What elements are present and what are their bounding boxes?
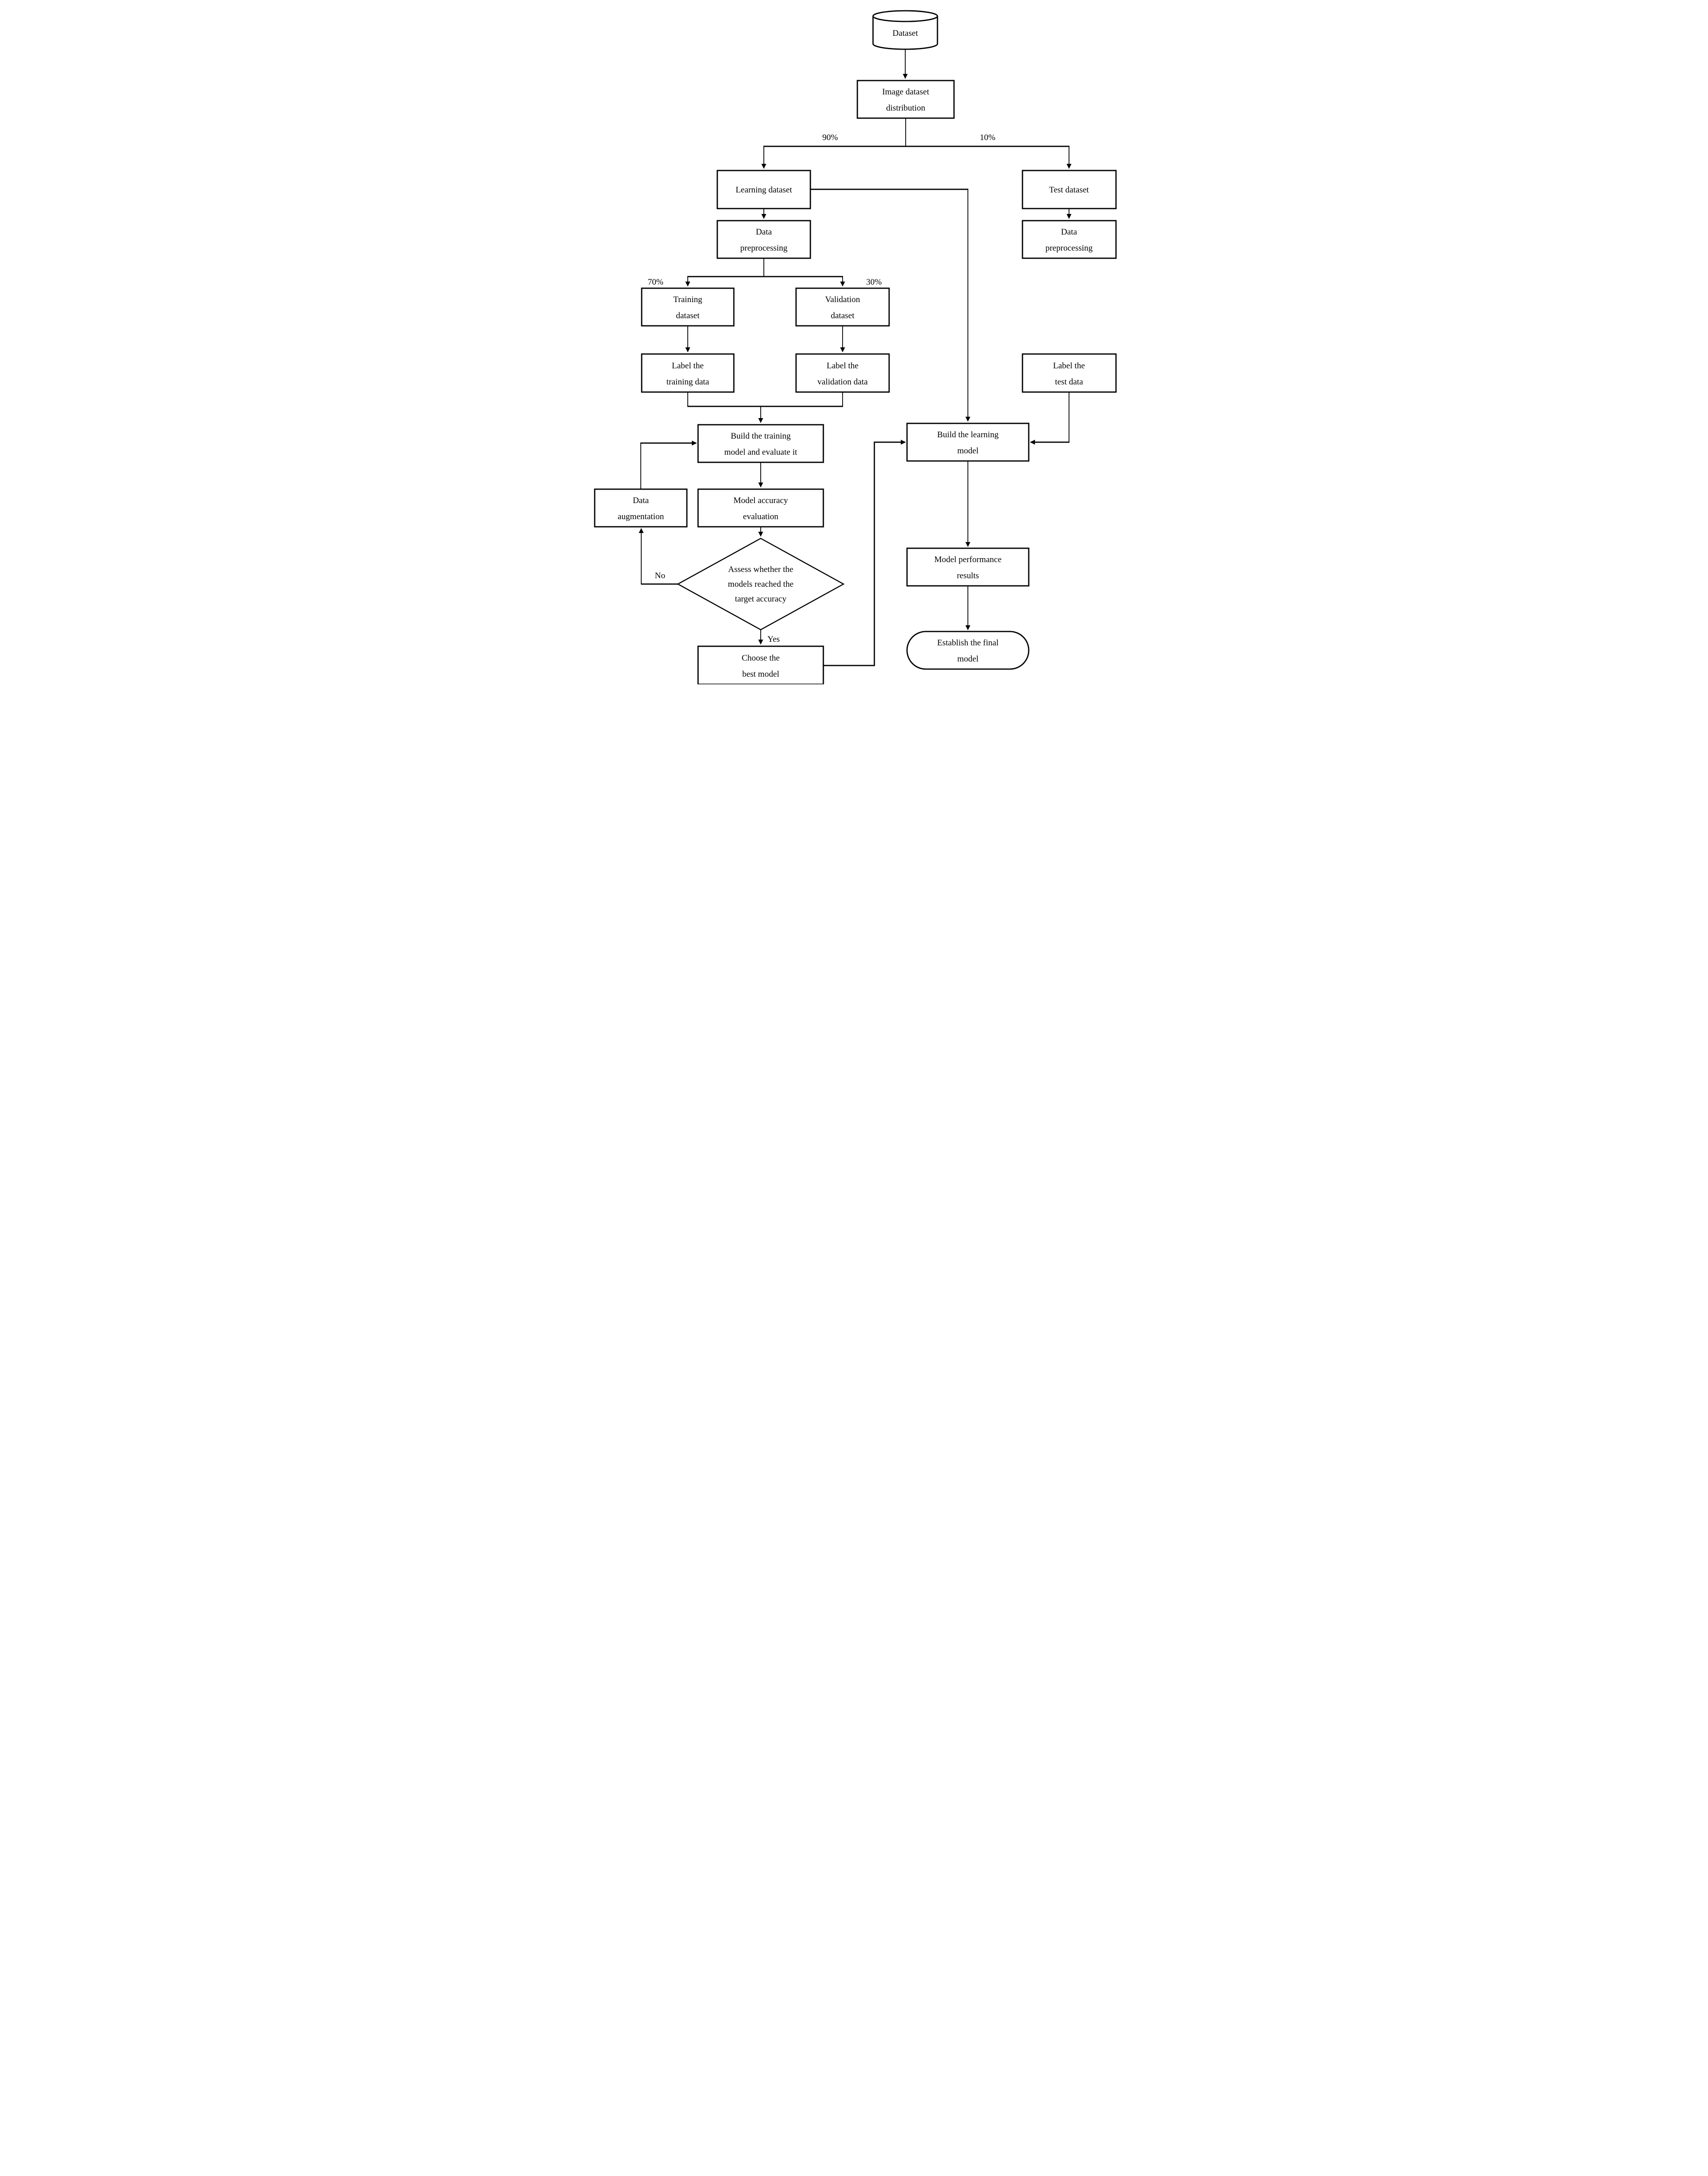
node-learning-dataset: Learning dataset [716,170,811,209]
flowchart-figure: 90% 10% 70% 30% No Yes Dataset Image dat… [586,0,1123,684]
node-label-line2: validation data [817,377,868,387]
node-label: Dataset [892,29,918,38]
node-label-line1: Data [756,227,772,237]
node-label-line2: training data [666,377,709,387]
label-90-percent: 90% [822,133,838,142]
node-label: Learning dataset [735,185,792,195]
node-label-line2: dataset [831,311,854,320]
label-30-percent: 30% [866,277,882,287]
node-label-line1: Build the learning [937,430,999,439]
node-label-line1: Model performance [934,555,1001,564]
node-label-line2: models reached the [728,580,793,589]
node-label-line1: Label the [826,361,858,371]
node-data-augmentation: Data augmentation [594,488,687,528]
process-box [697,645,824,684]
node-label-line2: best model [742,670,779,679]
database-cylinder-top [872,10,938,22]
node-label-line2: model [957,446,979,456]
node-label-line2: preprocessing [1045,243,1093,253]
process-box [641,353,734,393]
node-label-line1: Data [1061,227,1077,237]
node-label-line2: results [957,571,979,580]
node-model-performance-results: Model performance results [906,547,1029,587]
node-label-line2: augmentation [618,512,664,521]
label-10-percent: 10% [980,133,995,142]
process-box [1022,353,1116,393]
node-label-line2: distribution [886,103,925,113]
node-training-dataset: Training dataset [641,287,734,327]
node-label-line1: Model accuracy [733,496,788,505]
node-label-line1: Training [673,295,702,304]
node-label-line1: Data [633,496,649,505]
node-dataset: Dataset [872,10,938,50]
node-label-line2: preprocessing [740,243,788,253]
node-label-line1: Build the training [730,431,791,441]
node-label-line3: target accuracy [735,594,787,604]
edge-labels: 90% 10% 70% 30% No Yes [647,133,995,644]
flowchart-canvas: 90% 10% 70% 30% No Yes Dataset Image dat… [594,10,1116,684]
node-label-line1: Establish the final [937,638,998,648]
process-box [641,287,734,327]
edges [639,49,1071,666]
terminator-shape [906,631,1029,670]
node-build-learning-model: Build the learning model [906,422,1029,462]
node-label-line1: Image dataset [882,87,929,97]
node-label-line2: model [957,654,979,664]
process-box [906,422,1029,462]
process-box [697,424,824,463]
process-box [795,287,890,327]
node-data-preprocessing-test: Data preprocessing [1022,220,1116,259]
process-box [1022,220,1116,259]
node-image-dataset-distribution: Image dataset distribution [856,80,954,119]
process-box [716,220,811,259]
node-model-accuracy-evaluation: Model accuracy evaluation [697,488,824,528]
node-label: Test dataset [1049,185,1089,195]
label-yes: Yes [767,635,780,644]
decision-diamond [677,538,844,631]
node-label-line1: Validation [825,295,860,304]
process-box [795,353,890,393]
node-test-dataset: Test dataset [1022,170,1116,209]
process-box [716,170,811,209]
node-label-training-data: Label the training data [641,353,734,393]
label-no: No [655,571,665,580]
node-establish-final-model: Establish the final model [906,631,1029,670]
node-label-test-data: Label the test data [1022,353,1116,393]
node-label-line2: evaluation [743,512,779,521]
node-label-line2: dataset [676,311,699,320]
node-label-line2: test data [1055,377,1083,387]
process-box [1022,170,1116,209]
database-cylinder-body [872,16,938,50]
node-label-validation-data: Label the validation data [795,353,890,393]
node-build-training-model: Build the training model and evaluate it [697,424,824,463]
node-label-line1: Assess whether the [728,565,793,574]
node-data-preprocessing-learning: Data preprocessing [716,220,811,259]
node-validation-dataset: Validation dataset [795,287,890,327]
node-label-line1: Choose the [741,653,779,663]
process-box [856,80,954,119]
process-box [697,488,824,528]
node-assess-decision: Assess whether the models reached the ta… [677,538,844,631]
node-label-line1: Label the [672,361,703,371]
node-choose-best-model: Choose the best model [697,645,824,684]
process-box [906,547,1029,587]
node-label-line1: Label the [1053,361,1085,371]
process-box [594,488,687,528]
node-label-line2: model and evaluate it [724,448,797,457]
label-70-percent: 70% [647,277,663,287]
